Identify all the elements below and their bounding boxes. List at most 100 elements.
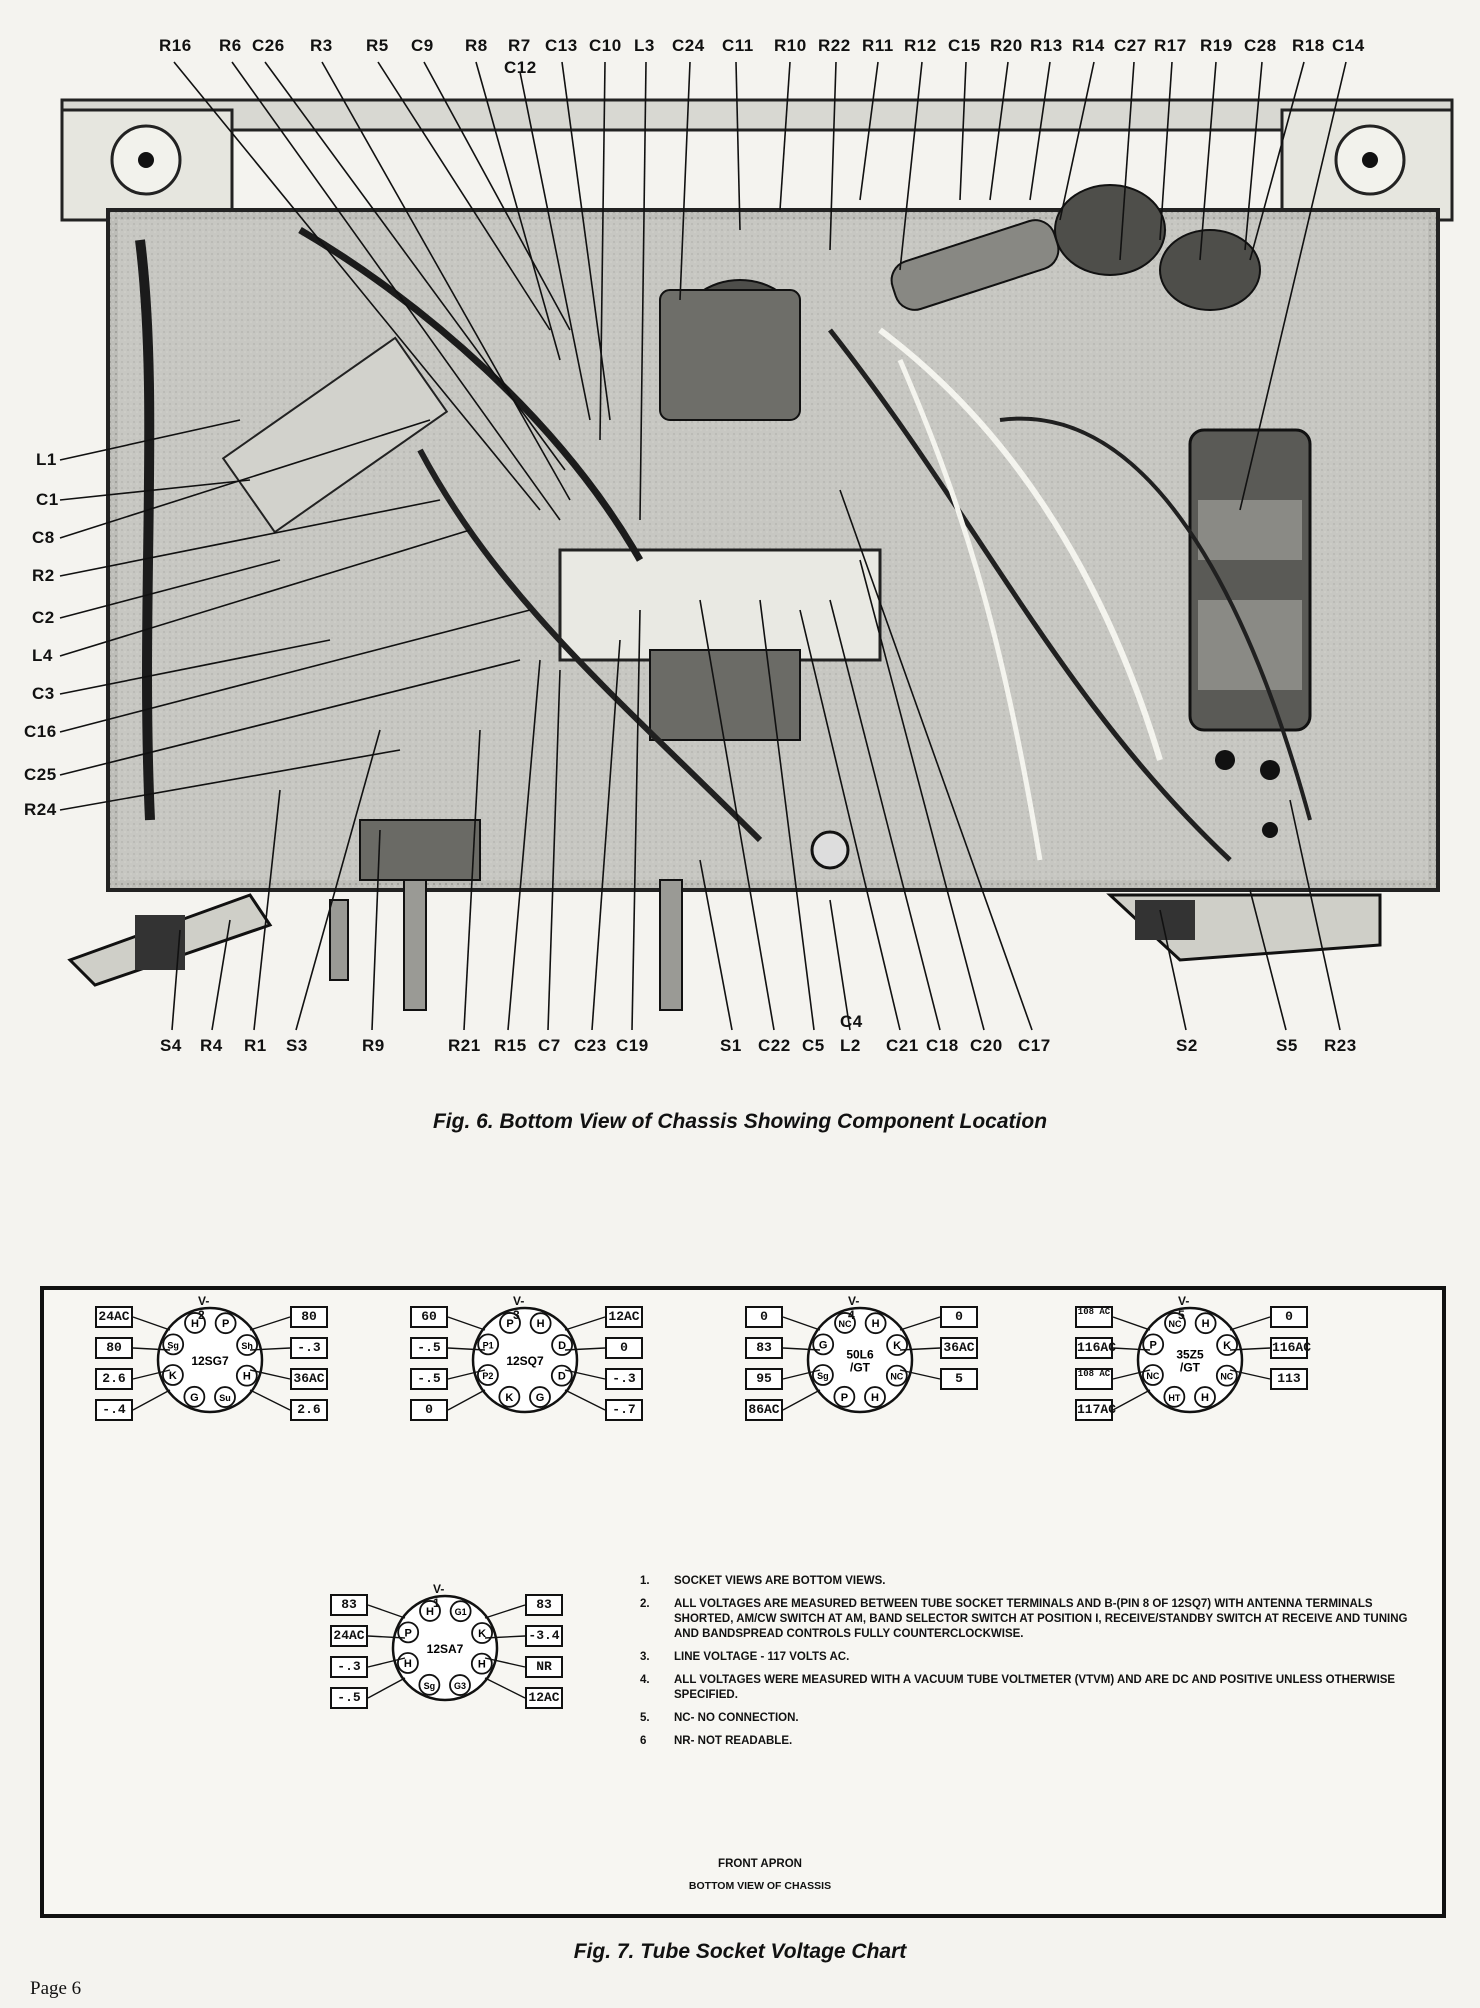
voltage-leader bbox=[782, 1389, 821, 1411]
note-5: 5.NC- NO CONNECTION. bbox=[640, 1712, 799, 1724]
label-S2: S2 bbox=[1176, 1036, 1198, 1055]
voltage-leader bbox=[484, 1635, 526, 1639]
note-2: 2.ALL VOLTAGES ARE MEASURED BETWEEN TUBE… bbox=[640, 1598, 1408, 1640]
label-R2: R2 bbox=[32, 566, 55, 585]
pin-label: H bbox=[1201, 1392, 1209, 1404]
voltage-leader bbox=[484, 1677, 526, 1699]
voltage-box-right: 0 bbox=[940, 1306, 978, 1328]
pin-label: HT bbox=[1168, 1393, 1180, 1403]
voltage-leader bbox=[484, 1604, 526, 1619]
label-C18: C18 bbox=[926, 1036, 959, 1055]
pin-label: Sh bbox=[241, 1341, 253, 1351]
voltage-leader bbox=[1112, 1347, 1151, 1351]
label-C25: C25 bbox=[24, 765, 57, 784]
label-R14: R14 bbox=[1072, 36, 1105, 55]
label-C4: C4 bbox=[840, 1012, 863, 1031]
voltage-leader bbox=[1112, 1389, 1151, 1411]
label-C2: C2 bbox=[32, 608, 55, 627]
label-R24: R24 bbox=[24, 800, 57, 819]
voltage-leader bbox=[249, 1316, 291, 1331]
socket-outline bbox=[471, 1306, 579, 1414]
pin-circle bbox=[214, 1312, 237, 1335]
pin-label: NC bbox=[1169, 1319, 1182, 1329]
voltage-leader bbox=[1229, 1316, 1271, 1331]
voltage-leader bbox=[447, 1369, 486, 1380]
label-C11: C11 bbox=[722, 36, 754, 55]
pin-label: H bbox=[1202, 1318, 1210, 1330]
label-R15: R15 bbox=[494, 1036, 527, 1055]
pin-circle bbox=[419, 1600, 441, 1622]
voltage-box-left: 86AC bbox=[745, 1399, 783, 1421]
voltage-leader bbox=[1112, 1369, 1151, 1380]
socket-outline bbox=[1136, 1306, 1244, 1414]
page-number: Page 6 bbox=[30, 1978, 82, 1999]
socket-outline bbox=[391, 1594, 499, 1702]
pin-circle bbox=[1194, 1386, 1216, 1408]
pin-label: H bbox=[404, 1658, 412, 1670]
label-C17: C17 bbox=[1018, 1036, 1051, 1055]
pin-label: NC bbox=[839, 1319, 852, 1329]
voltage-leader bbox=[132, 1369, 171, 1380]
pin-label: H bbox=[191, 1318, 199, 1330]
label-L2: L2 bbox=[840, 1036, 861, 1055]
label-C7: C7 bbox=[538, 1036, 561, 1055]
voltage-leader bbox=[899, 1316, 941, 1331]
label-C14: C14 bbox=[1332, 36, 1365, 55]
voltage-box-left: 24AC bbox=[95, 1306, 133, 1328]
chassis-photo bbox=[59, 61, 1454, 1031]
label-R16: R16 bbox=[159, 36, 192, 55]
pin-label: Su bbox=[219, 1393, 231, 1403]
bottom-view-label: BOTTOM VIEW OF CHASSIS bbox=[688, 1880, 832, 1892]
note-1: 1.SOCKET VIEWS ARE BOTTOM VIEWS. bbox=[640, 1575, 886, 1587]
voltage-box-left: 24AC bbox=[330, 1625, 368, 1647]
voltage-leader bbox=[899, 1347, 941, 1351]
chart-notes: 1.SOCKET VIEWS ARE BOTTOM VIEWS. 2.ALL V… bbox=[640, 1574, 1420, 1757]
label-R6: R6 bbox=[219, 36, 242, 55]
voltage-box-right: 116AC bbox=[1270, 1337, 1311, 1359]
pin-circle bbox=[1163, 1385, 1186, 1408]
pin-circle bbox=[1194, 1312, 1217, 1335]
voltage-leader bbox=[564, 1316, 606, 1331]
pin-label: G3 bbox=[454, 1681, 466, 1691]
voltage-box-left: 108 AC bbox=[1075, 1368, 1113, 1390]
label-R7: R7 bbox=[508, 36, 531, 55]
voltage-box-right: -.3 bbox=[290, 1337, 328, 1359]
label-L3: L3 bbox=[634, 36, 655, 55]
label-C12: C12 bbox=[504, 58, 537, 77]
pin-circle bbox=[864, 1386, 886, 1408]
voltage-box-right: 0 bbox=[1270, 1306, 1308, 1328]
pin-label: H bbox=[243, 1371, 251, 1383]
label-R21: R21 bbox=[448, 1036, 481, 1055]
socket-title: V-2 bbox=[198, 1294, 210, 1322]
voltage-box-left: 116AC bbox=[1075, 1337, 1116, 1359]
label-C8: C8 bbox=[32, 528, 55, 547]
label-R9: R9 bbox=[362, 1036, 385, 1055]
voltage-box-left: -.3 bbox=[330, 1656, 368, 1678]
pin-label: P bbox=[1150, 1339, 1157, 1351]
pin-label: NC bbox=[1220, 1372, 1233, 1382]
label-C15: C15 bbox=[948, 36, 981, 55]
voltage-box-left: -.4 bbox=[95, 1399, 133, 1421]
voltage-leader bbox=[782, 1347, 821, 1351]
pin-label: G bbox=[190, 1392, 199, 1404]
voltage-leader bbox=[367, 1635, 406, 1639]
voltage-leader bbox=[249, 1369, 291, 1380]
pin-label: D bbox=[558, 1371, 566, 1383]
socket-title: V-4 bbox=[848, 1294, 860, 1322]
pin-label: D bbox=[558, 1340, 566, 1352]
pin-label: Sg bbox=[424, 1681, 436, 1691]
voltage-box-left: -.5 bbox=[330, 1687, 368, 1709]
pin-label: H bbox=[478, 1659, 486, 1671]
voltage-box-right: 12AC bbox=[605, 1306, 643, 1328]
label-C22: C22 bbox=[758, 1036, 791, 1055]
voltage-leader bbox=[782, 1316, 821, 1331]
voltage-leader bbox=[447, 1347, 486, 1351]
pin-circle bbox=[834, 1312, 856, 1334]
voltage-box-right: 12AC bbox=[525, 1687, 563, 1709]
tube-type: 35Z5 bbox=[1176, 1348, 1204, 1362]
label-R4: R4 bbox=[200, 1036, 223, 1055]
socket-outline bbox=[806, 1306, 914, 1414]
voltage-box-right: 2.6 bbox=[290, 1399, 328, 1421]
